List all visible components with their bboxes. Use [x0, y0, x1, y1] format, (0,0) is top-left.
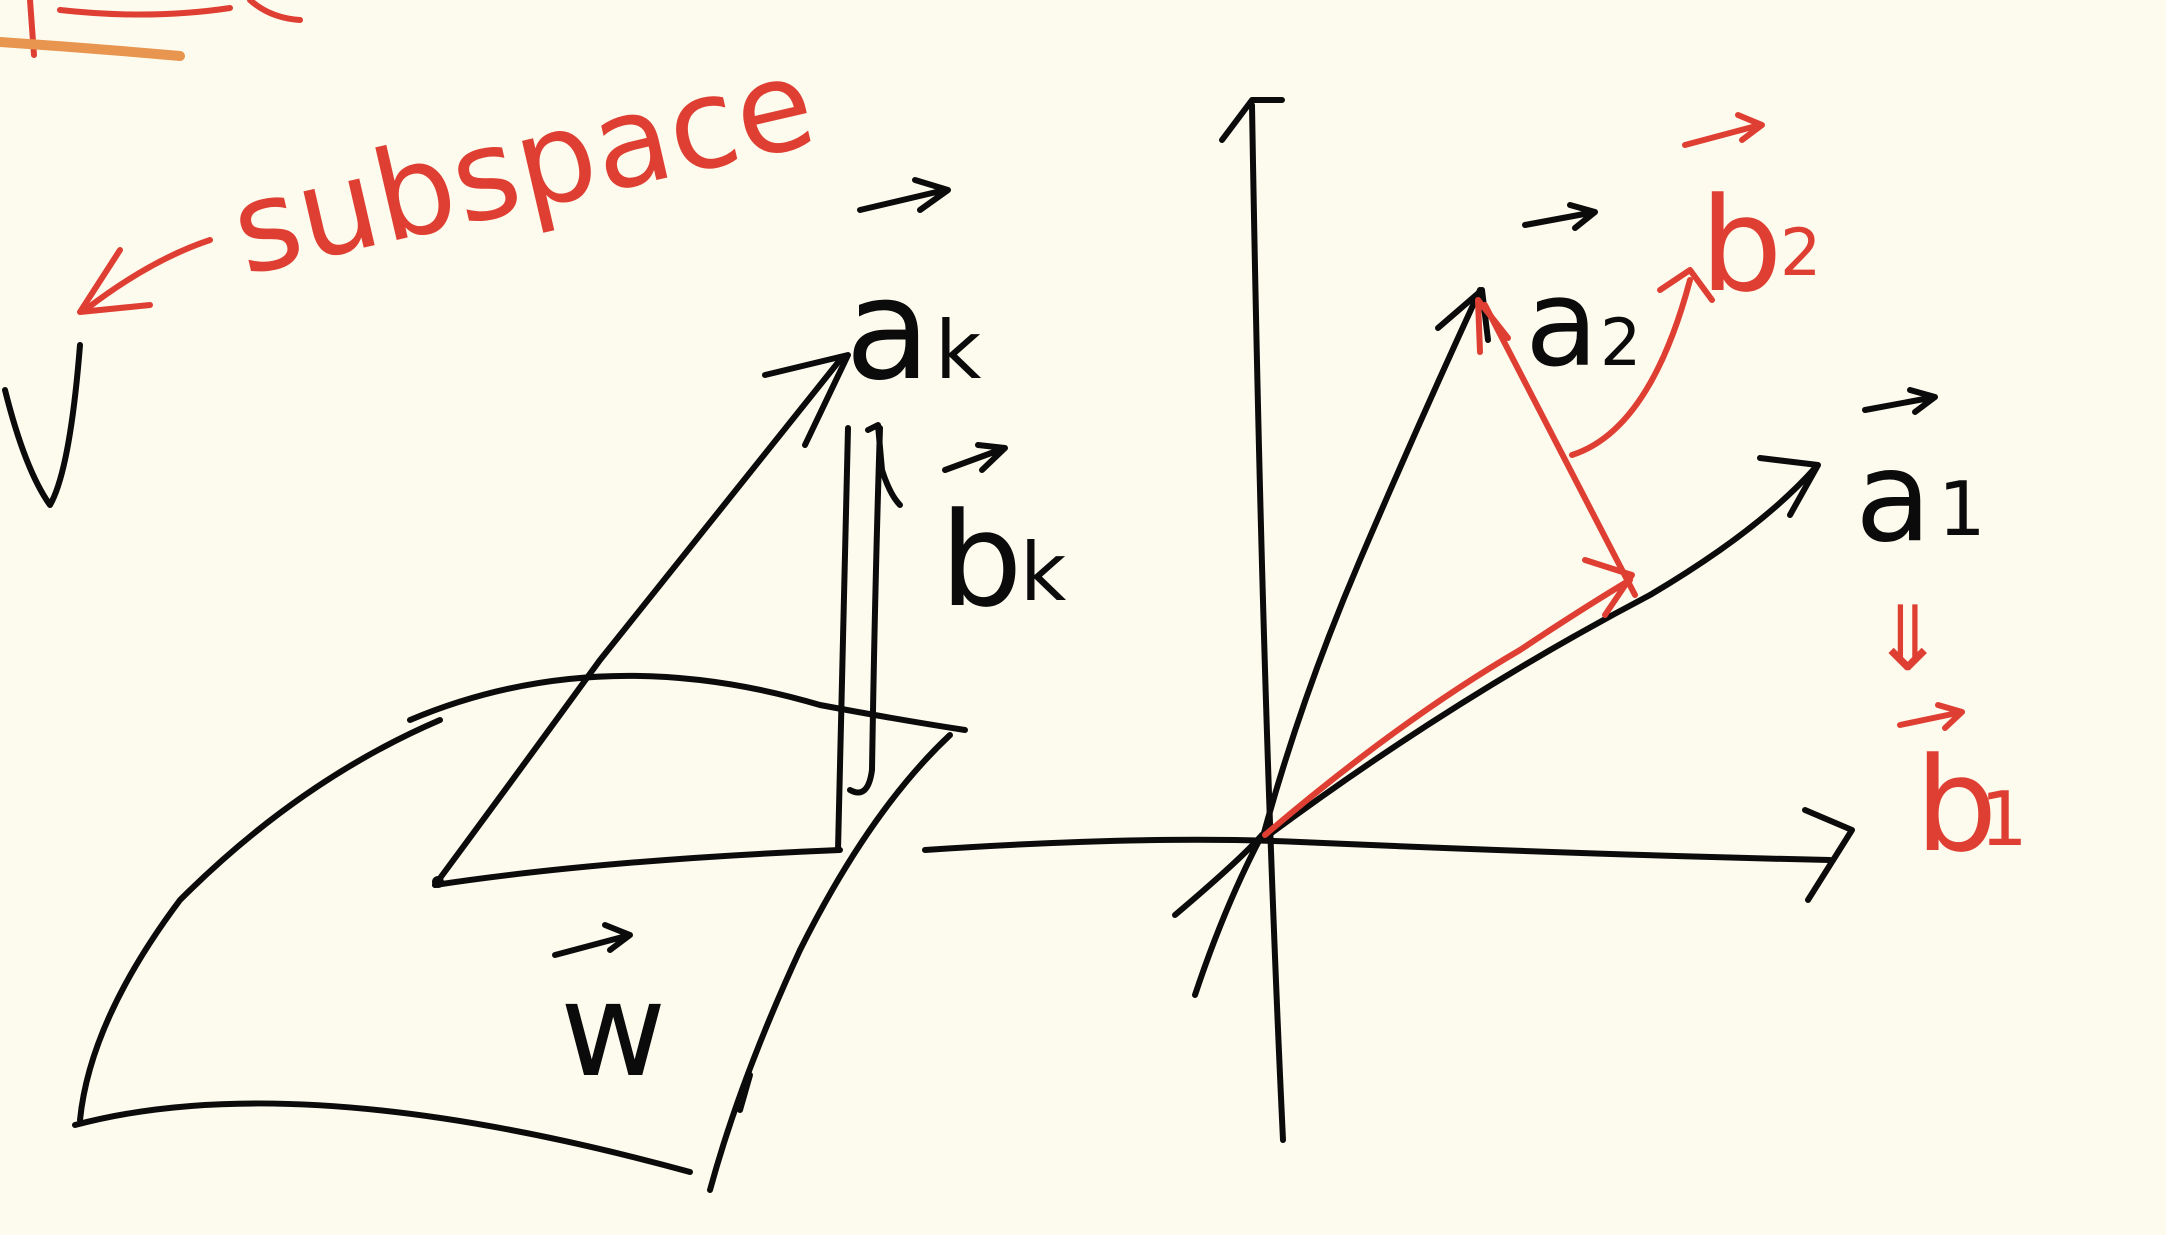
label-a-1: a 1	[1855, 387, 1986, 570]
vector-b-1	[1262, 577, 1633, 838]
vector-b-2-arrowhead	[1475, 297, 1511, 355]
b-2-pointer-arrowhead	[1657, 267, 1715, 303]
plane-bottom-edge	[72, 1100, 693, 1175]
label-a-1-letter: a	[1855, 425, 1932, 570]
subspace-pointer-arrow	[82, 237, 213, 313]
brace-top-curl	[865, 422, 903, 508]
label-w-arrow-icon	[552, 922, 633, 958]
label-a-k-letter: a	[845, 249, 931, 412]
label-b-1-subscript: 1	[1980, 775, 2028, 863]
vertical-axis	[1249, 102, 1286, 1143]
vector-w	[432, 847, 843, 888]
label-a-1-arrow-icon	[1862, 387, 1938, 415]
orange-underline	[0, 37, 185, 61]
perpendicular-b-k-brace	[847, 425, 883, 796]
axes-diagram: a 2 b 2 a 1 ⇓ b 1	[922, 97, 2028, 1143]
label-b-k-letter: b	[940, 484, 1023, 636]
vector-b-2	[1482, 302, 1638, 598]
subspace-letter-w: W	[2, 342, 83, 508]
plane-right-edge	[707, 732, 953, 1193]
implies-arrow-icon: ⇓	[1870, 587, 1945, 692]
plane-top-edge	[407, 672, 968, 733]
vertical-axis-arrowhead	[1219, 97, 1285, 143]
label-b-1-letter: b	[1915, 729, 1998, 881]
vector-a-1	[1259, 465, 1818, 843]
label-a-k-arrow-icon	[857, 177, 951, 213]
subspace-w-stroke	[2, 342, 83, 508]
vector-a-k-arrowhead	[762, 352, 851, 448]
label-b-2: b 2	[1682, 112, 1821, 321]
label-b-k-subscript: k	[1020, 526, 1067, 619]
subspace-pointer-arrowhead	[77, 247, 153, 315]
label-a-k-subscript: k	[935, 304, 982, 397]
plane-diagram: a k b k w	[72, 177, 1067, 1193]
label-b-2-subscript: 2	[1780, 216, 1821, 291]
label-b-1: b 1	[1897, 702, 2028, 881]
label-a-1-subscript: 1	[1938, 465, 1986, 553]
label-a-2: a 2	[1522, 202, 1641, 394]
label-a-k: a k	[845, 177, 982, 412]
label-b-k-arrow-icon	[942, 442, 1008, 473]
vector-b-1-arrowhead	[1582, 557, 1635, 618]
vector-a-1-arrowhead	[1757, 455, 1821, 518]
cutoff-top-left-scribble	[0, 0, 303, 61]
cutoff-red-stroke-3	[247, 0, 303, 23]
label-a-2-letter: a	[1525, 255, 1599, 394]
label-b-1-arrow-icon	[1897, 702, 1965, 731]
b-2-pointer-curve	[1569, 277, 1693, 458]
cutoff-red-stroke-2	[57, 5, 233, 18]
plane-left-edge	[77, 717, 443, 1123]
horizontal-axis-arrowhead	[1802, 807, 1855, 903]
label-b-2-arrow-icon	[1682, 112, 1765, 148]
label-a-2-arrow-icon	[1522, 202, 1598, 231]
label-w-letter: w	[560, 954, 666, 1106]
depth-axis	[1172, 832, 1265, 998]
vector-a-k	[432, 357, 843, 888]
plane-right-edge-tick	[737, 1072, 753, 1113]
label-a-2-subscript: 2	[1600, 306, 1641, 381]
vector-a-2	[1259, 287, 1483, 843]
label-b-k: b k	[940, 442, 1067, 636]
label-w: w	[552, 922, 666, 1106]
subspace-label: subspace	[219, 30, 827, 304]
subspace-annotation: subspace	[77, 30, 827, 315]
perpendicular-b-k	[835, 425, 851, 853]
label-b-2-letter: b	[1700, 169, 1783, 321]
horizontal-axis	[922, 836, 1833, 863]
vector-a-2-arrowhead	[1435, 287, 1491, 343]
